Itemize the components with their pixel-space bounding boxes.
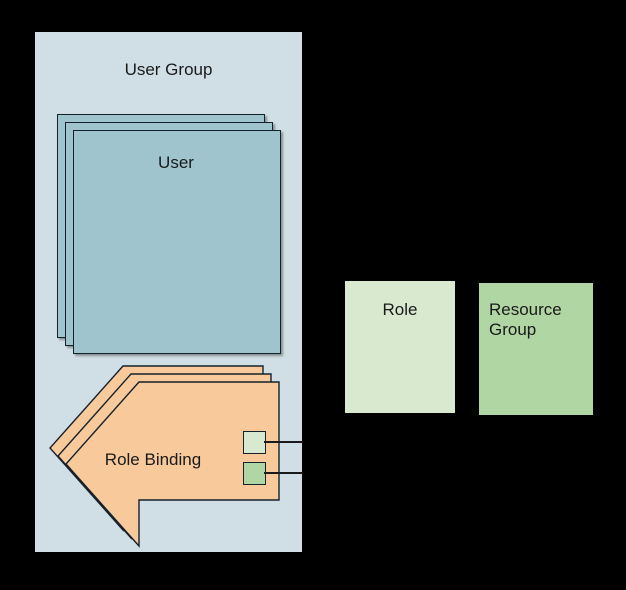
role-connector-line <box>264 441 303 443</box>
role-binding-arrow-stack[interactable] <box>49 365 282 548</box>
role-binding-arrow-front <box>65 381 280 548</box>
role-box[interactable] <box>345 281 455 413</box>
role-binding-title: Role Binding <box>104 450 202 469</box>
user-group-title: User Group <box>124 60 213 79</box>
resource-group-box-title: Resource Group <box>489 300 562 340</box>
user-card-title: User <box>158 153 194 172</box>
role-box-title: Role <box>382 300 418 319</box>
resource-group-box[interactable] <box>479 283 593 415</box>
resource-group-connector-line <box>264 472 303 474</box>
user-card-front[interactable] <box>73 130 281 354</box>
resource-group-port[interactable] <box>243 462 266 485</box>
role-port[interactable] <box>243 431 266 454</box>
